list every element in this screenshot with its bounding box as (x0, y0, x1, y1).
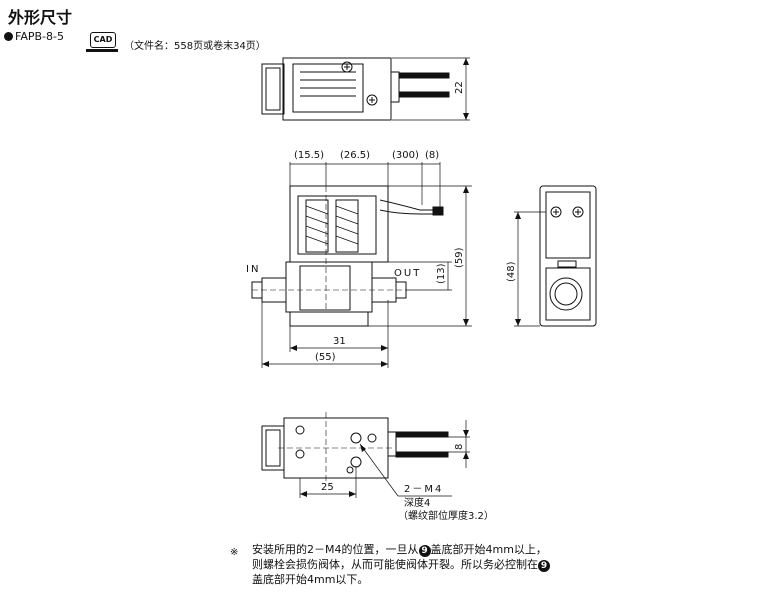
cover-marker-icon: 9 (538, 560, 550, 572)
footnote-line-1-b: 盖底部开始4mm以上， (430, 543, 547, 556)
bottom-dim-25: 25 (321, 482, 334, 493)
bottom-view (261, 412, 470, 498)
side-view (514, 185, 597, 327)
depth-callout: 深度4 (404, 496, 430, 509)
front-view (251, 162, 472, 368)
bottom-dim-8: 8 (454, 444, 465, 450)
footnote-line-2-a: 则螺栓会损伤阀体，从而可能使阀体开裂。所以务必控制在 (252, 558, 538, 571)
side-dim-48: (48) (506, 261, 517, 282)
model-number: FAPB-8-5 (15, 30, 64, 43)
cover-marker-icon: 9 (418, 545, 431, 557)
front-dim-31: 31 (333, 336, 346, 347)
cad-icon-base (86, 49, 118, 52)
front-dim-26-5: (26.5) (340, 150, 370, 161)
front-dim-300: (300) (392, 150, 419, 161)
in-port-label: IN (246, 264, 260, 275)
top-dim-22: 22 (454, 81, 465, 94)
footnote-line-1-a: 安装所用的2－M4的位置，一旦从 (252, 543, 419, 556)
file-reference: （文件名：558页或卷末34页） (124, 41, 266, 52)
front-dim-59: (59) (454, 247, 465, 268)
model-label: FAPB-8-5 (4, 30, 64, 43)
out-port-label: OUT (394, 268, 421, 279)
footnote-line-3: 盖底部开始4mm以下。 (252, 573, 369, 586)
thread-thickness-note: （螺纹部位厚度3.2） (398, 509, 494, 522)
thread-callout: 2－M4 (404, 484, 443, 495)
front-dim-15-5: (15.5) (294, 150, 324, 161)
front-dim-13: (13) (436, 263, 447, 284)
front-dim-55: (55) (315, 352, 336, 363)
top-view (261, 57, 470, 121)
page-title: 外形尺寸 (8, 8, 73, 27)
cad-icon[interactable]: CAD (90, 32, 116, 48)
footnote-mark: ※ (230, 547, 239, 558)
front-dim-8: (8) (425, 150, 439, 161)
bullet-icon (4, 32, 13, 41)
